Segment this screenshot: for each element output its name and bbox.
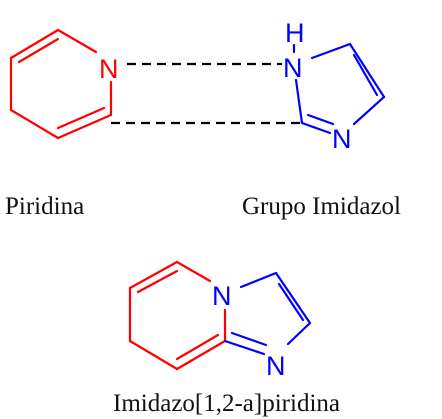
pyridine-bond-c6-c5: [56, 113, 113, 140]
fused-bond-c9a-n1: [223, 339, 266, 356]
pyridine-bond-c2-c3: [9, 28, 60, 60]
fused-bond-n-c3: [239, 271, 278, 289]
imidazopyridine-caption: Imidazo[1,2-a]piridina: [113, 390, 340, 417]
fused-bond-c2-n1: [286, 321, 312, 346]
pyridine-double-bond-c6-c5: [56, 106, 106, 130]
imidazole-bond-n1-c2: [294, 78, 304, 125]
fused-double-bond-c7-c6: [136, 269, 179, 294]
pyridine-structure: [9, 28, 113, 140]
pyridine-bond-c3-n: [56, 28, 98, 54]
imidazole-caption: Grupo Imidazol: [242, 193, 401, 220]
imidazopyridine-pyridine-ring: [128, 260, 227, 371]
imidazole-nh-nitrogen-label: N: [283, 53, 303, 83]
imidazopyridine-bridge-nitrogen-label: N: [212, 281, 232, 311]
fused-bond-c8-c9: [128, 339, 179, 371]
imidazole-structure: [292, 42, 386, 135]
imidazole-bond-n1-c5: [310, 42, 352, 60]
pyridine-double-bond-c2-c3: [17, 37, 60, 64]
imidazopyridine-nitrogen-label: N: [266, 351, 286, 381]
pyridine-bond-c1-c6: [9, 108, 60, 140]
fused-bond-c9-c9a: [175, 339, 227, 371]
pyridine-nitrogen-label: N: [99, 54, 119, 84]
dashed-fusion-lines: [111, 62, 302, 125]
fused-bond-c3-c2: [274, 271, 312, 325]
imidazole-bond-c2-n3: [300, 121, 332, 135]
imidazopyridine-imidazole-ring: [223, 271, 312, 356]
fused-bond-c6-n: [175, 260, 212, 283]
imidazole-nitrogen-label: N: [332, 124, 352, 154]
imidazole-double-bond-c2-n3: [306, 113, 335, 126]
imidazole-bond-c5-c4: [348, 42, 386, 99]
imidazole-bond-c4-n3: [352, 95, 386, 126]
fused-double-bond-c3-c2: [277, 282, 305, 322]
fused-double-bond-c9-c9a: [175, 333, 220, 361]
fused-double-bond-c9a-n1: [230, 331, 268, 347]
pyridine-caption: Piridina: [5, 193, 84, 220]
imidazole-double-bond-c5-c4: [352, 53, 379, 97]
imidazole-hydrogen-label: H: [285, 18, 305, 48]
fused-bond-c7-c6: [128, 260, 179, 290]
